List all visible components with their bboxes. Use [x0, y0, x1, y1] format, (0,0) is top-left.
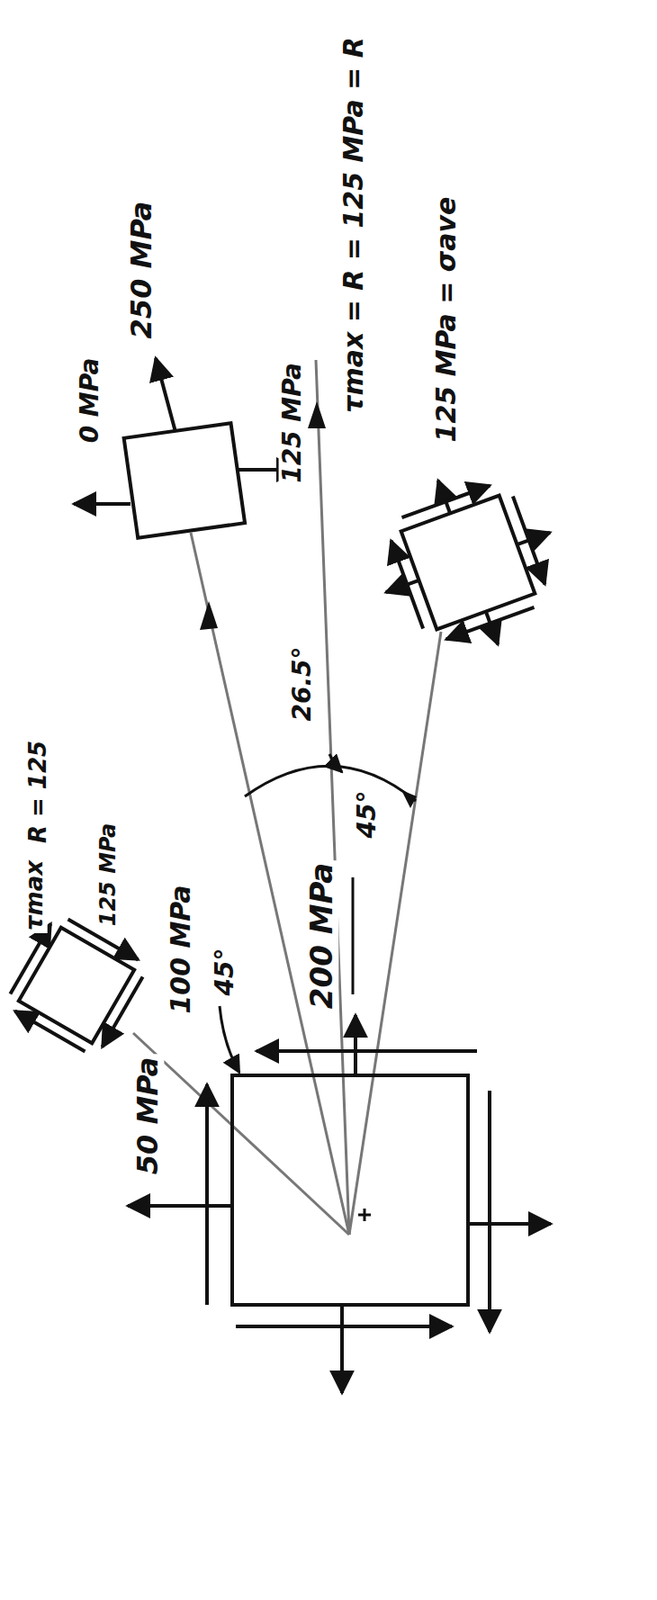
shear-arrow: [205, 1084, 209, 1305]
stress-label: 125 MPa: [279, 360, 307, 486]
shear-arrow: [391, 540, 424, 630]
element-square: [232, 1075, 468, 1305]
normal-arrow: [340, 1305, 344, 1394]
stress-label: 125 MPa: [96, 820, 120, 930]
arrowhead: [307, 401, 326, 429]
normal-arrow: [468, 1222, 551, 1226]
principal-element: [73, 358, 299, 539]
average-element: [356, 450, 581, 675]
stress-label: 0 MPa: [76, 355, 105, 447]
normal-arrow: [486, 612, 498, 646]
radial-line: [349, 631, 441, 1235]
element-square: [18, 927, 135, 1044]
stress-label: R = 125: [25, 738, 52, 846]
stress-label: τmax: [21, 857, 48, 934]
element-square: [124, 423, 245, 539]
angle-arc: [329, 754, 342, 773]
shear-arrow: [15, 1011, 86, 1053]
stress-label: 50 MPa: [132, 1054, 164, 1179]
shear-arrow: [446, 607, 535, 640]
normal-arrow: [517, 532, 551, 545]
main-stress-element: [127, 1015, 551, 1394]
normal-arrow: [127, 1204, 233, 1208]
shear-arrow: [487, 1090, 492, 1332]
stress-label: 125 MPa = σave: [431, 194, 461, 446]
arrowheads: [199, 401, 417, 809]
arrowhead: [199, 601, 218, 630]
radial-line: [315, 360, 350, 1235]
normal-arrow: [353, 1015, 358, 1076]
normal-arrow: [155, 358, 176, 432]
shear-arrow: [402, 486, 491, 519]
angle-arc: [219, 1006, 240, 1073]
angle-arc: [244, 765, 416, 801]
normal-arrow: [386, 580, 420, 593]
stress-label: 100 MPa: [165, 882, 196, 1017]
shear-arrow: [9, 924, 51, 995]
shear-element: [3, 912, 149, 1058]
stress-label: 45°: [211, 945, 240, 999]
shear-arrow: [513, 496, 546, 585]
construction-lines: [133, 360, 441, 1235]
element-square: [401, 495, 536, 630]
stress-label: 26.5°: [288, 643, 317, 724]
shear-arrow: [102, 977, 144, 1048]
sign-mark: [358, 1208, 371, 1222]
shear-arrow: [256, 1049, 477, 1053]
normal-arrow: [73, 502, 131, 506]
stress-label: 200 MPa: [305, 860, 339, 1012]
underline: [351, 877, 355, 995]
normal-arrow: [438, 480, 450, 514]
stress-label: 45°: [353, 788, 382, 842]
shear-arrow: [235, 1324, 452, 1329]
stress-label: τmax = R = 125 MPa = R: [338, 34, 369, 416]
stress-label: 250 MPa: [126, 198, 158, 342]
angle-arcs: [219, 754, 416, 1073]
